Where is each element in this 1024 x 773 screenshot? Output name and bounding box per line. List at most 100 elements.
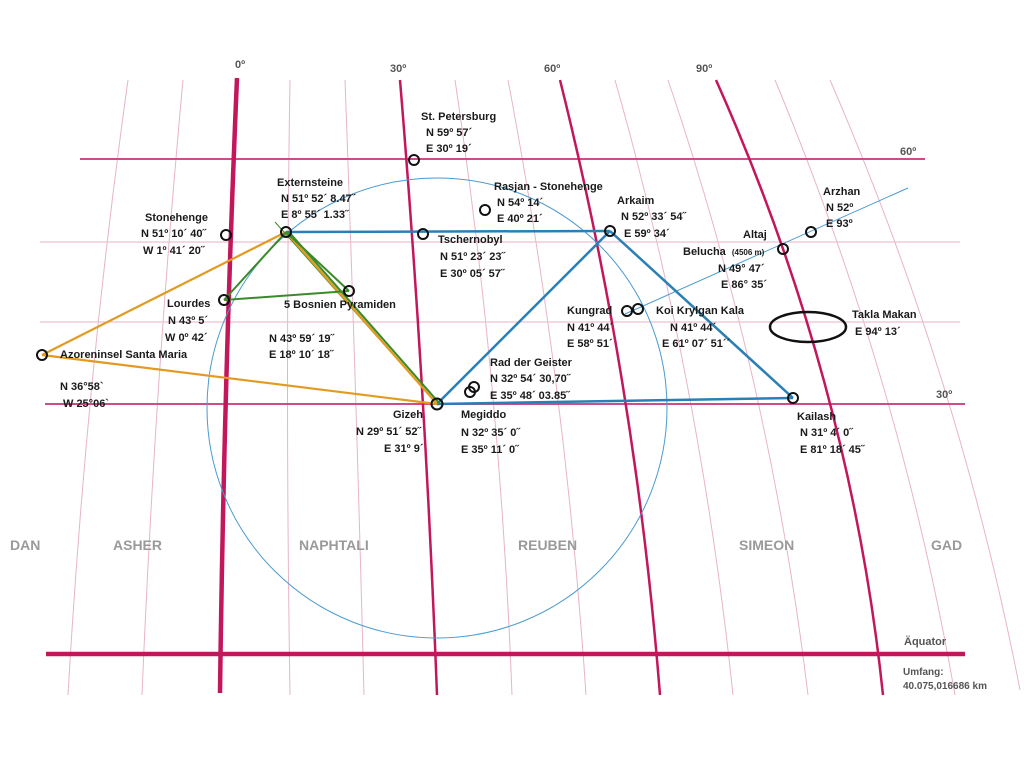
marker-koi-krylgan-kala	[632, 303, 644, 315]
site-coord: E 35º 11´ 0˝	[461, 444, 520, 456]
site-coord: N 32º 35´ 0˝	[461, 427, 521, 439]
meridian-60	[558, 79, 662, 696]
marker-tschernobyl	[417, 228, 429, 240]
marker-arzhan	[805, 226, 817, 238]
site-coord: N 51º 52´ 8.47˝	[281, 193, 357, 205]
meridian-line	[344, 79, 365, 696]
site-coord: E 93º	[826, 218, 853, 230]
meridian-90	[714, 79, 885, 696]
latitude-label-60: 60º	[900, 146, 916, 158]
site-name: Kailash	[797, 411, 836, 423]
orange-routes	[41, 231, 438, 406]
site-name: Rasjan - Stonehenge	[494, 181, 603, 193]
site-name: Externsteine	[277, 177, 343, 189]
blue-routes	[285, 229, 794, 406]
site-name: Arkaim	[617, 195, 655, 207]
tribe-label: REUBEN	[518, 537, 577, 553]
site-coord: W 25°06`	[63, 398, 109, 410]
route-azoren-externsteine	[41, 231, 287, 356]
longitude-labels: 0º 30º 60º 90º	[235, 59, 712, 75]
site-coord: W 1º 41´ 20˝	[143, 245, 206, 257]
marker-arkaim	[604, 225, 616, 237]
site-name: Tschernobyl	[438, 234, 503, 246]
site-name: Gizeh	[393, 409, 423, 421]
site-coord: E 61º 07´ 51´´	[662, 338, 731, 350]
site-name: Lourdes	[167, 298, 210, 310]
route-lourdes-bosnien	[223, 290, 350, 301]
marker-lourdes	[218, 294, 230, 306]
route-azoren-gizeh	[41, 353, 438, 406]
light-meridians	[67, 79, 1021, 696]
site-coord: N 52º 33´ 54˝	[621, 211, 687, 223]
longitude-label: 60º	[544, 63, 560, 75]
route-externsteine-gizeh	[285, 231, 438, 405]
site-name: Azoreninsel Santa Maria	[60, 349, 188, 361]
longitude-label: 0º	[235, 59, 245, 71]
marker-stonehenge	[220, 229, 232, 241]
site-coord: N 41º 44´	[670, 322, 717, 334]
marker-st-petersburg	[408, 154, 420, 166]
site-coord: N 51º 23´ 23˝	[440, 251, 506, 263]
site-coord: E 94º 13´	[855, 326, 901, 338]
site-name: Koi Krylgan Kala	[656, 305, 745, 317]
tribe-labels: DAN ASHER NAPHTALI REUBEN SIMEON GAD	[10, 537, 962, 553]
site-coord: E 58º 51´	[567, 338, 613, 350]
site-coord: E 18º 10´ 18˝	[269, 349, 335, 361]
site-name-text: Belucha	[683, 246, 727, 258]
site-name: Stonehenge	[145, 212, 208, 224]
longitude-label: 30º	[390, 63, 406, 75]
meridian-line	[507, 79, 587, 696]
marker-azoren	[36, 349, 48, 361]
site-name: Altaj	[743, 229, 767, 241]
tribe-label: NAPHTALI	[299, 537, 369, 553]
site-labels: St. Petersburg N 59º 57´ E 30º 19´ Exter…	[60, 111, 917, 456]
site-name: Belucha (4506 m)	[683, 246, 765, 258]
site-coord: E 8º 55´ 1.33˝	[281, 209, 350, 221]
meridian-line	[829, 79, 1021, 691]
site-coord: E 59º 34´	[624, 228, 670, 240]
site-coord: E 30º 05´ 57˝	[440, 268, 506, 280]
latitude-label-30: 30º	[936, 389, 952, 401]
tribe-label: DAN	[10, 537, 40, 553]
site-coord: W 0º 42´	[165, 332, 208, 344]
meridian-30	[398, 79, 439, 696]
site-coord: E 81º 18´ 45˝	[800, 444, 866, 456]
marker-kailash	[787, 392, 799, 404]
route-gizeh-kailash	[436, 396, 794, 406]
site-name: Megiddo	[461, 409, 506, 421]
site-note: (4506 m)	[732, 248, 765, 257]
meridian-line	[287, 79, 291, 696]
site-name: Kungrad	[567, 305, 612, 317]
marker-externsteine	[280, 226, 292, 238]
site-name: Rad der Geister	[490, 357, 573, 369]
site-coord: E 30º 19´	[426, 143, 472, 155]
tribe-label: GAD	[931, 537, 962, 553]
marker-kungrad	[621, 305, 633, 317]
site-coord: N 43º 5´	[168, 315, 208, 327]
route-gizeh-arkaim	[436, 230, 611, 405]
site-coord: N 31º 4´ 0˝	[800, 427, 854, 439]
marker-gizeh	[430, 397, 444, 411]
route-externsteine-lourdes	[223, 231, 287, 301]
site-coord: N 49° 47´	[718, 263, 765, 275]
thin-blue-line	[624, 187, 909, 315]
site-markers	[36, 154, 817, 411]
site-coord: N 41º 44´	[567, 322, 614, 334]
meridian-line	[454, 79, 513, 696]
marker-belucha	[777, 243, 789, 255]
meridian-line	[67, 79, 129, 696]
site-coord: E 40º 21´	[497, 213, 543, 225]
circumference-value: 40.075,016686 km	[903, 681, 987, 692]
prime-meridian	[217, 77, 240, 694]
meridian-line	[614, 79, 734, 696]
route-externsteine-gizeh-green	[288, 231, 441, 405]
meridian-line	[141, 79, 184, 696]
meridian-line	[667, 79, 809, 696]
longitude-label: 90º	[696, 63, 712, 75]
site-name: Takla Makan	[852, 309, 917, 321]
site-coord: E 86° 35´	[721, 279, 767, 291]
blue-circle	[206, 177, 668, 639]
site-coord: N 43º 59´ 19˝	[269, 333, 335, 345]
